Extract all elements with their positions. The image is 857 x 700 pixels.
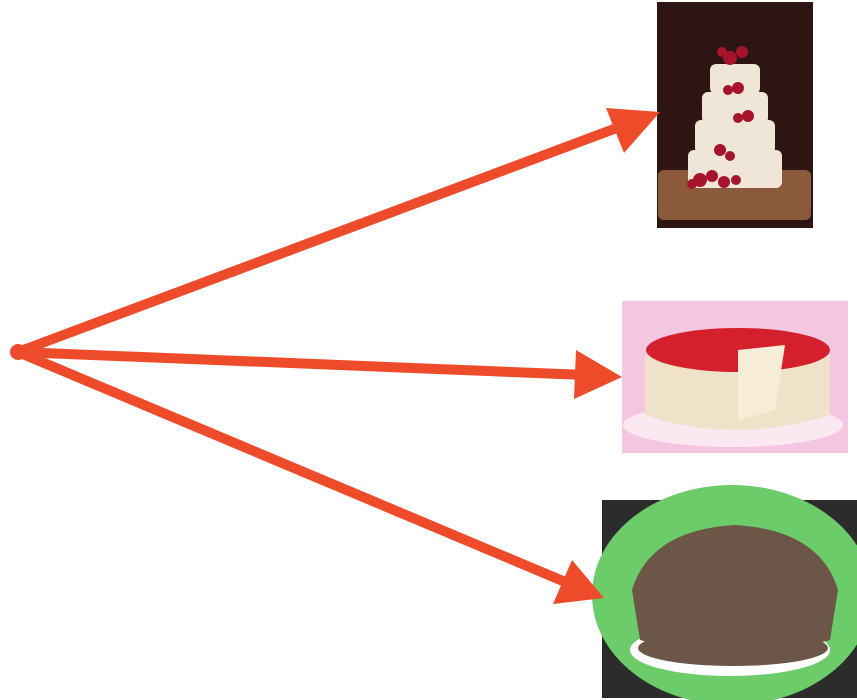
wedding-cake-image: [657, 2, 813, 228]
wedding-cake-tier-third: [695, 120, 775, 154]
chocolate-cake-base: [638, 630, 828, 666]
arrows-group: [10, 108, 660, 604]
arrow-to-cheesecake-shaft: [18, 352, 586, 375]
cheesecake-image: [622, 301, 848, 453]
arrow-to-wedding-cake-shaft: [18, 126, 622, 352]
arrow-to-chocolate-cake-shaft: [18, 352, 570, 584]
arrow-origin-point: [10, 344, 26, 360]
chocolate-cake-image: [592, 485, 857, 700]
arrow-to-cheesecake-head: [574, 350, 622, 399]
